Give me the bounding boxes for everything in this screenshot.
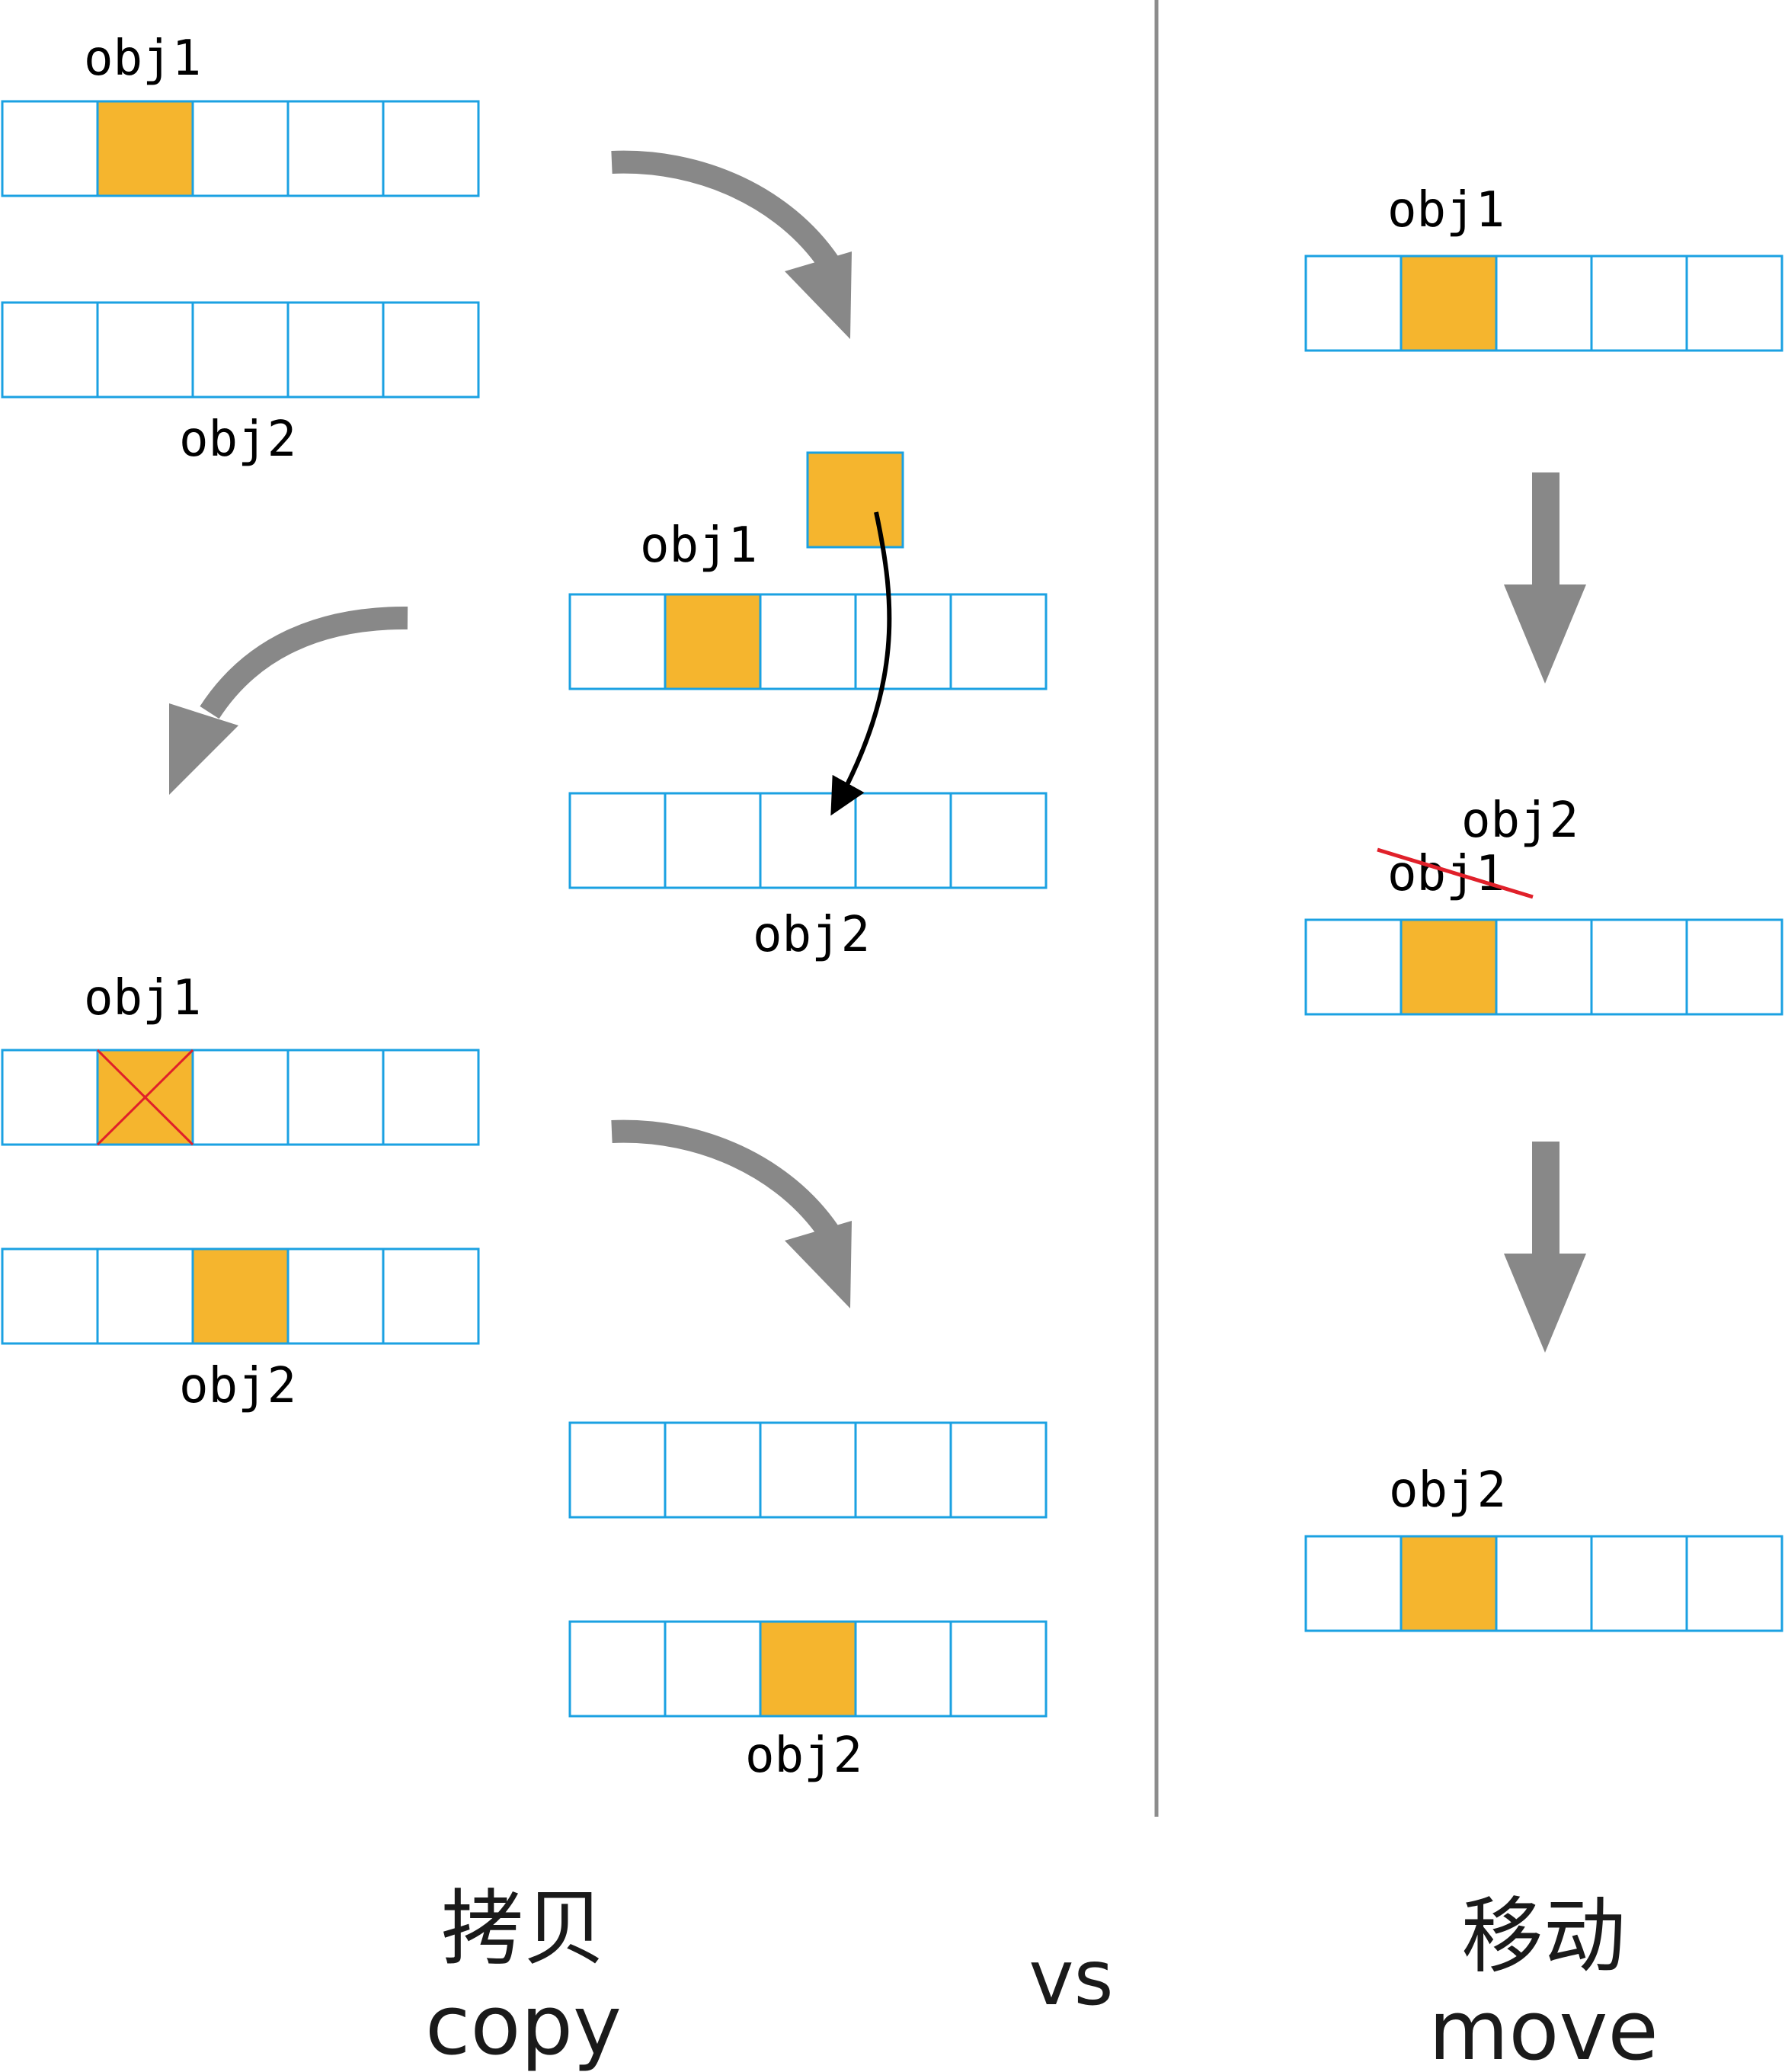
memory-cell: [664, 792, 762, 889]
label-obj2-step2: obj2: [753, 907, 870, 963]
copy-step1-obj1-array: [1, 100, 480, 197]
move-step3-obj2-array: [1304, 1535, 1783, 1632]
flow-arrow-2: [169, 606, 408, 795]
memory-cell: [1, 301, 99, 399]
copy-step1-obj2-array: [1, 301, 480, 399]
memory-cell: [949, 1620, 1048, 1718]
memory-cell: [1, 100, 99, 197]
memory-cell: [382, 1049, 480, 1146]
filled-cell: [759, 1620, 857, 1718]
memory-cell: [854, 1620, 952, 1718]
filled-cell: [1400, 1535, 1498, 1632]
copy-step2-obj1-array: [568, 593, 1048, 690]
memory-cell: [854, 792, 952, 889]
filled-cell: [664, 593, 762, 690]
copied-cell: [806, 451, 904, 549]
memory-cell: [382, 1247, 480, 1345]
label-obj1-step1: obj1: [84, 30, 201, 87]
copy-step3-obj1-array: [1, 1049, 480, 1146]
flow-arrow-4: [1504, 472, 1586, 684]
memory-cell: [1685, 918, 1783, 1016]
memory-cell: [191, 301, 290, 399]
memory-cell: [664, 1421, 762, 1519]
flow-arrow-1: [611, 150, 852, 339]
memory-cell: [1495, 918, 1593, 1016]
move-step2-array: [1304, 918, 1783, 1016]
memory-cell: [1590, 1535, 1688, 1632]
label-obj1-step2: obj1: [640, 517, 757, 574]
memory-cell: [96, 301, 194, 399]
memory-arrays: [1, 100, 1783, 1718]
destroyed-cross-mark: [96, 1049, 194, 1146]
memory-cell: [382, 100, 480, 197]
copy-step4-obj2-array: [568, 1620, 1048, 1718]
memory-cell: [854, 593, 952, 690]
memory-cell: [854, 1421, 952, 1519]
memory-cell: [1685, 255, 1783, 352]
memory-cell: [1304, 918, 1403, 1016]
caption-copy-cn: 拷贝: [441, 1881, 606, 1977]
strike-through-obj1: [1377, 847, 1534, 899]
copy-step3-obj2-array: [1, 1247, 480, 1345]
caption-copy-en: copy: [425, 1978, 622, 2072]
filled-cell: [191, 1247, 290, 1345]
filled-cell: [1400, 255, 1498, 352]
caption-move-en: move: [1428, 1984, 1659, 2072]
memory-cell: [664, 1620, 762, 1718]
memory-cell: [949, 593, 1048, 690]
memory-cell: [96, 1247, 194, 1345]
memory-cell: [1, 1049, 99, 1146]
memory-cell: [191, 1049, 290, 1146]
copy-data-arrow: [830, 511, 892, 816]
memory-cell: [568, 792, 667, 889]
copy-step4-empty-array: [568, 1421, 1048, 1519]
memory-cell: [191, 100, 290, 197]
label-obj2-step1: obj2: [179, 412, 296, 468]
memory-cell: [568, 1620, 667, 1718]
memory-cell: [1304, 255, 1403, 352]
filled-cell: [96, 100, 194, 197]
flow-arrow-3: [611, 1119, 852, 1308]
memory-cell: [286, 1247, 385, 1345]
memory-cell: [286, 100, 385, 197]
memory-cell: [382, 301, 480, 399]
memory-cell: [1, 1247, 99, 1345]
memory-cell: [1590, 918, 1688, 1016]
label-obj1-step3: obj1: [84, 970, 201, 1026]
caption-move-cn: 移动: [1461, 1889, 1626, 1984]
memory-cell: [1590, 255, 1688, 352]
flow-arrow-5: [1504, 1142, 1586, 1353]
caption-vs: vs: [1028, 1933, 1113, 2022]
label-obj1-move2-struck: obj1: [1387, 846, 1505, 902]
label-obj2-step4: obj2: [745, 1728, 862, 1784]
label-obj2-move3: obj2: [1389, 1462, 1506, 1519]
label-obj2-step3: obj2: [179, 1358, 296, 1414]
filled-cell: [1400, 918, 1498, 1016]
copy-step2-obj2-array: [568, 792, 1048, 889]
memory-cell: [286, 301, 385, 399]
memory-cell: [568, 593, 667, 690]
label-obj2-move2: obj2: [1461, 793, 1579, 849]
memory-cell: [759, 1421, 857, 1519]
memory-cell: [1495, 255, 1593, 352]
memory-cell: [949, 1421, 1048, 1519]
memory-cell: [1685, 1535, 1783, 1632]
move-step1-obj1-array: [1304, 255, 1783, 352]
memory-cell: [286, 1049, 385, 1146]
memory-cell: [949, 792, 1048, 889]
memory-cell: [1304, 1535, 1403, 1632]
memory-cell: [568, 1421, 667, 1519]
memory-cell: [759, 792, 857, 889]
memory-cell: [1495, 1535, 1593, 1632]
memory-cell: [759, 593, 857, 690]
label-obj1-move1: obj1: [1387, 182, 1505, 239]
